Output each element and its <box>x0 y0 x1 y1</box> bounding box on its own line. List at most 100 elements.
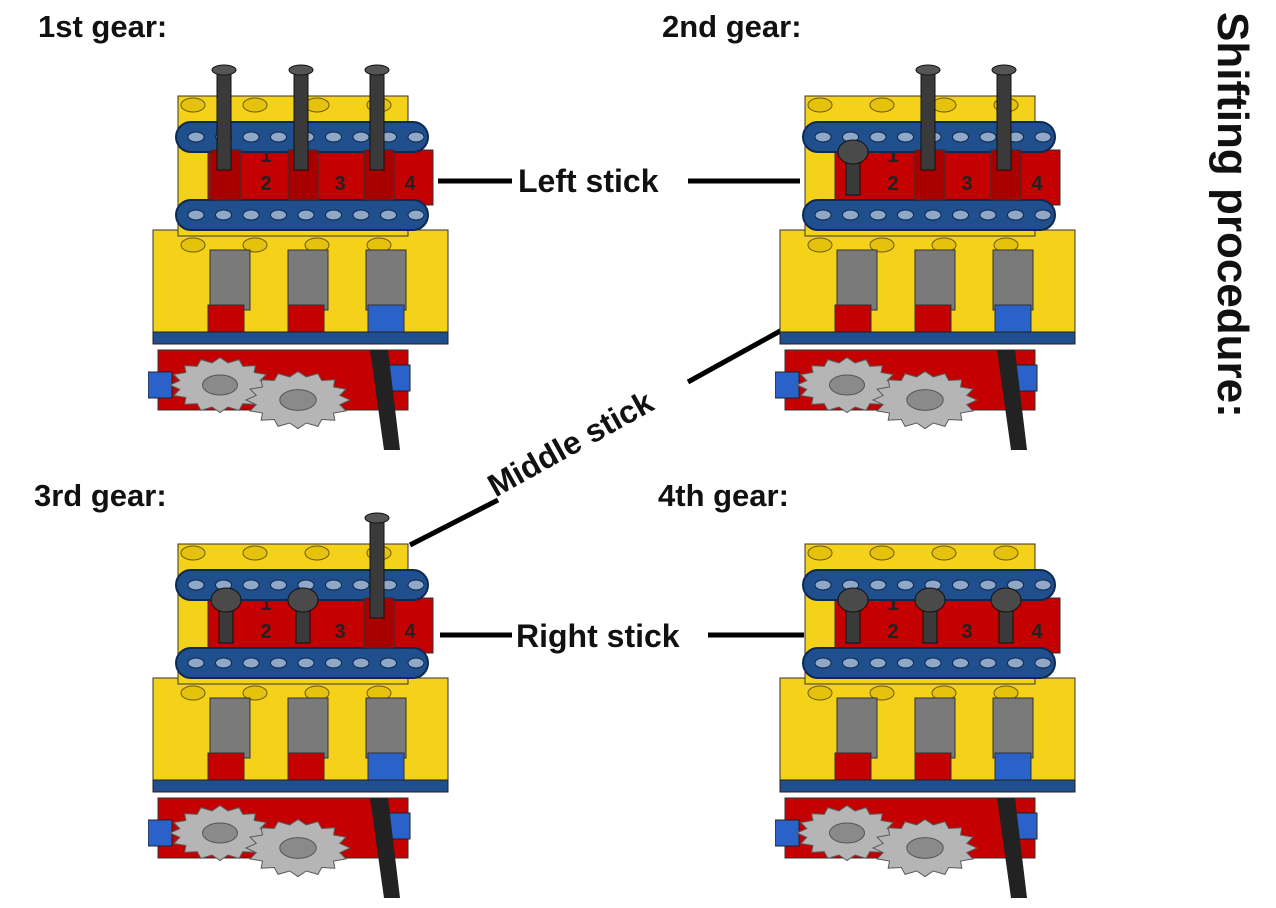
beam-hole <box>242 209 260 221</box>
beam-hole <box>352 579 370 591</box>
beam-hole <box>842 209 859 221</box>
beam-hole <box>1034 209 1052 221</box>
stud <box>869 97 895 113</box>
gear-right <box>244 370 352 430</box>
beam-hole <box>297 209 315 221</box>
slot-number: 4 <box>404 621 416 643</box>
stick-knob <box>837 139 869 165</box>
blue-strip <box>779 779 1076 793</box>
beam-hole <box>897 579 914 591</box>
slot-number: 2 <box>887 173 898 195</box>
beam-hole <box>270 209 287 221</box>
beam-hole <box>380 657 397 669</box>
base-blue-left <box>147 371 173 399</box>
shift-stick-raised <box>369 517 385 619</box>
gear-right <box>871 370 979 430</box>
bay-left <box>836 249 878 311</box>
gear-left <box>795 804 899 862</box>
stick-cap <box>211 64 237 76</box>
beam-hole <box>242 579 260 591</box>
stud <box>869 545 895 561</box>
beam-hole <box>325 579 342 591</box>
stick-cap <box>364 512 390 524</box>
beam-hole <box>407 657 425 669</box>
beam-hole <box>924 657 942 669</box>
gear-left <box>168 804 272 862</box>
beam-hole <box>407 579 425 591</box>
stud <box>242 97 268 113</box>
stud <box>807 685 833 701</box>
right-stick-label: Right stick <box>516 618 680 654</box>
beam-hole <box>814 131 832 143</box>
stick-knob <box>837 587 869 613</box>
stick-knob <box>990 587 1022 613</box>
beam-hole <box>1007 657 1024 669</box>
gear-right <box>871 818 979 878</box>
gear-label-1: 1st gear: <box>38 9 168 44</box>
stud <box>807 237 833 253</box>
slot-number: 3 <box>334 621 345 643</box>
beam-hole <box>979 657 997 669</box>
beam-hole <box>187 657 205 669</box>
beam-hole <box>297 657 315 669</box>
beam-hole <box>187 579 205 591</box>
drive-shaft <box>997 350 1027 450</box>
bay-right <box>365 249 407 311</box>
beam-hole <box>979 579 997 591</box>
slot-number: 1 <box>887 593 898 615</box>
stud <box>807 97 833 113</box>
beam-hole <box>1007 209 1024 221</box>
beam-hole <box>1007 579 1024 591</box>
slot-number: 2 <box>887 621 898 643</box>
slot-number: 3 <box>334 173 345 195</box>
stud <box>180 685 206 701</box>
slot-number: 4 <box>404 173 416 195</box>
beam-hole <box>242 131 260 143</box>
gear-right <box>244 818 352 878</box>
blue-strip <box>152 331 449 345</box>
stud <box>242 237 268 253</box>
bay-middle <box>287 697 329 759</box>
beam-hole <box>325 209 342 221</box>
shift-stick-raised <box>293 69 309 171</box>
slot-block <box>207 149 434 206</box>
bay-left <box>836 697 878 759</box>
stud <box>931 97 957 113</box>
stud <box>180 237 206 253</box>
slot-block <box>834 149 1061 206</box>
beam-hole <box>187 131 205 143</box>
slot-number: 1 <box>260 593 271 615</box>
beam-hole <box>270 579 287 591</box>
beam-hole <box>952 579 969 591</box>
beam-hole <box>187 209 205 221</box>
gear-label-2: 2nd gear: <box>662 9 802 44</box>
blue-strip <box>779 331 1076 345</box>
beam-hole <box>1034 131 1052 143</box>
beam-hole <box>814 579 832 591</box>
shift-stick-raised <box>369 69 385 171</box>
beam-hole <box>407 209 425 221</box>
beam-hole <box>270 657 287 669</box>
bay-right <box>992 249 1034 311</box>
slot-block <box>834 597 1061 654</box>
beam-hole <box>1034 579 1052 591</box>
beam-hole <box>869 657 887 669</box>
beam-hole <box>215 209 232 221</box>
beam-hole <box>352 209 370 221</box>
beam-hole <box>979 209 997 221</box>
slot-number: 3 <box>961 621 972 643</box>
beam-hole <box>869 131 887 143</box>
bay-right <box>365 697 407 759</box>
beam-hole <box>842 657 859 669</box>
stud <box>807 545 833 561</box>
blue-strip <box>152 779 449 793</box>
stud <box>242 685 268 701</box>
beam-hole <box>897 131 914 143</box>
shift-stick-raised <box>216 69 232 171</box>
